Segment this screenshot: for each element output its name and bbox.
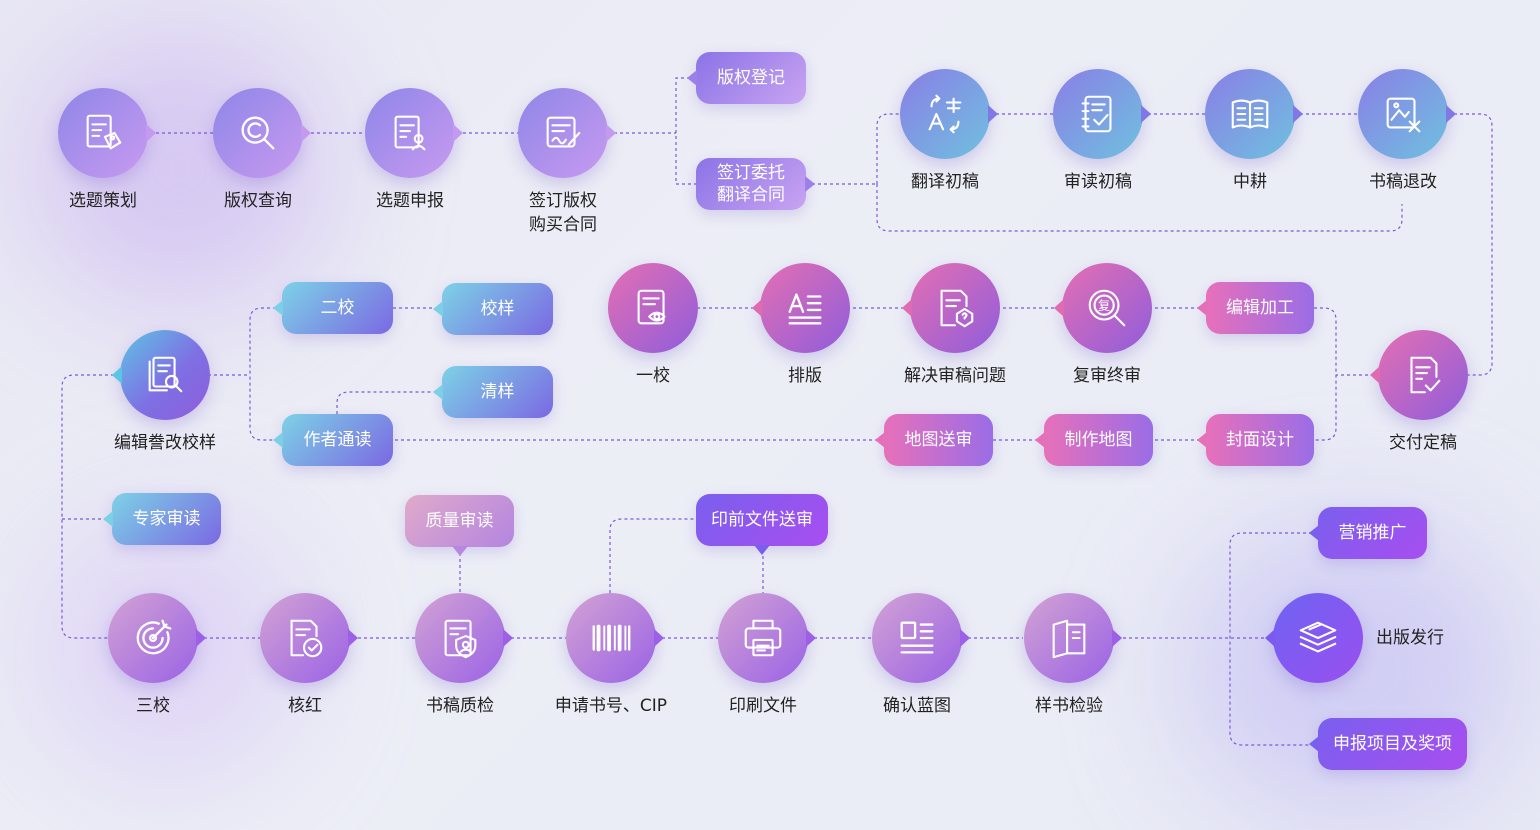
node-label: 印刷文件 [729, 696, 797, 716]
second-proof-pill: 二校 [273, 282, 393, 334]
node-label: 一校 [636, 366, 670, 386]
document-search-icon [112, 330, 210, 420]
notebook-check-icon [1053, 69, 1151, 159]
book-icon [1024, 593, 1122, 683]
node-label: 交付定稿 [1389, 433, 1457, 453]
target-icon [108, 593, 206, 683]
proof-sample-pill: 校样 [433, 283, 553, 335]
node-label: 复审终审 [1073, 366, 1141, 386]
node-label: 三校 [136, 696, 170, 716]
declaration-form-icon [365, 88, 463, 178]
node-label: 出版发行 [1376, 628, 1444, 648]
document-question-icon [902, 263, 1000, 353]
node-label: 确认蓝图 [883, 696, 951, 716]
svg-text:复: 复 [1098, 298, 1110, 313]
node-label: 选题申报 [376, 191, 444, 211]
node-label: 翻译初稿 [911, 172, 979, 192]
book-stack-icon [1265, 593, 1363, 683]
node-label: 审读初稿 [1064, 172, 1132, 192]
review-magnifier-icon: 复 [1054, 263, 1152, 353]
node-label: 选题策划 [69, 191, 137, 211]
node-label: 申请书号、CIP [554, 696, 668, 716]
document-view-icon [608, 263, 698, 353]
map-review-pill: 地图送审 [875, 414, 993, 466]
node-label: 书稿退改 [1369, 172, 1437, 192]
awards-pill: 申报项目及奖项 [1309, 718, 1467, 770]
barcode-icon [566, 593, 664, 683]
node-label: 版权查询 [224, 191, 292, 211]
node-label: 核红 [288, 696, 322, 716]
subject-tag-icon [58, 88, 156, 178]
typesetting-icon [752, 263, 850, 353]
make-map-pill: 制作地图 [1035, 414, 1153, 466]
printer-icon [718, 593, 816, 683]
manuscript-return-icon [1358, 69, 1456, 159]
document-check-icon [1370, 330, 1468, 420]
node-label: 排版 [788, 366, 822, 386]
expert-read-pill: 专家审读 [103, 493, 221, 545]
translation-contract-pill: 签订委托 翻译合同 [696, 158, 815, 210]
copyright-search-icon [213, 88, 311, 178]
node-label: 解决审稿问题 [904, 366, 1006, 386]
cover-design-pill: 封面设计 [1197, 414, 1314, 466]
copyright-registration-pill: 版权登记 [687, 52, 806, 104]
quality-review-pill: 质量审读 [405, 495, 514, 556]
document-approve-icon [260, 593, 358, 683]
node-label: 签订版权 购买合同 [529, 191, 597, 235]
node-label: 样书检验 [1035, 696, 1103, 716]
marketing-pill: 营销推广 [1309, 507, 1427, 559]
editing-pill: 编辑加工 [1197, 282, 1314, 334]
node-label: 中耕 [1233, 172, 1267, 192]
clean-sample-pill: 清样 [433, 366, 553, 418]
layout-blueprint-icon [872, 593, 970, 683]
author-read-pill: 作者通读 [273, 414, 393, 466]
document-shield-icon [415, 593, 513, 683]
node-label: 书稿质检 [426, 696, 494, 716]
contract-sign-icon [518, 88, 616, 178]
prepress-review-pill: 印前文件送审 [696, 494, 828, 555]
translate-icon [900, 69, 998, 159]
open-book-icon [1205, 69, 1303, 159]
node-label: 编辑誊改校样 [114, 433, 216, 453]
